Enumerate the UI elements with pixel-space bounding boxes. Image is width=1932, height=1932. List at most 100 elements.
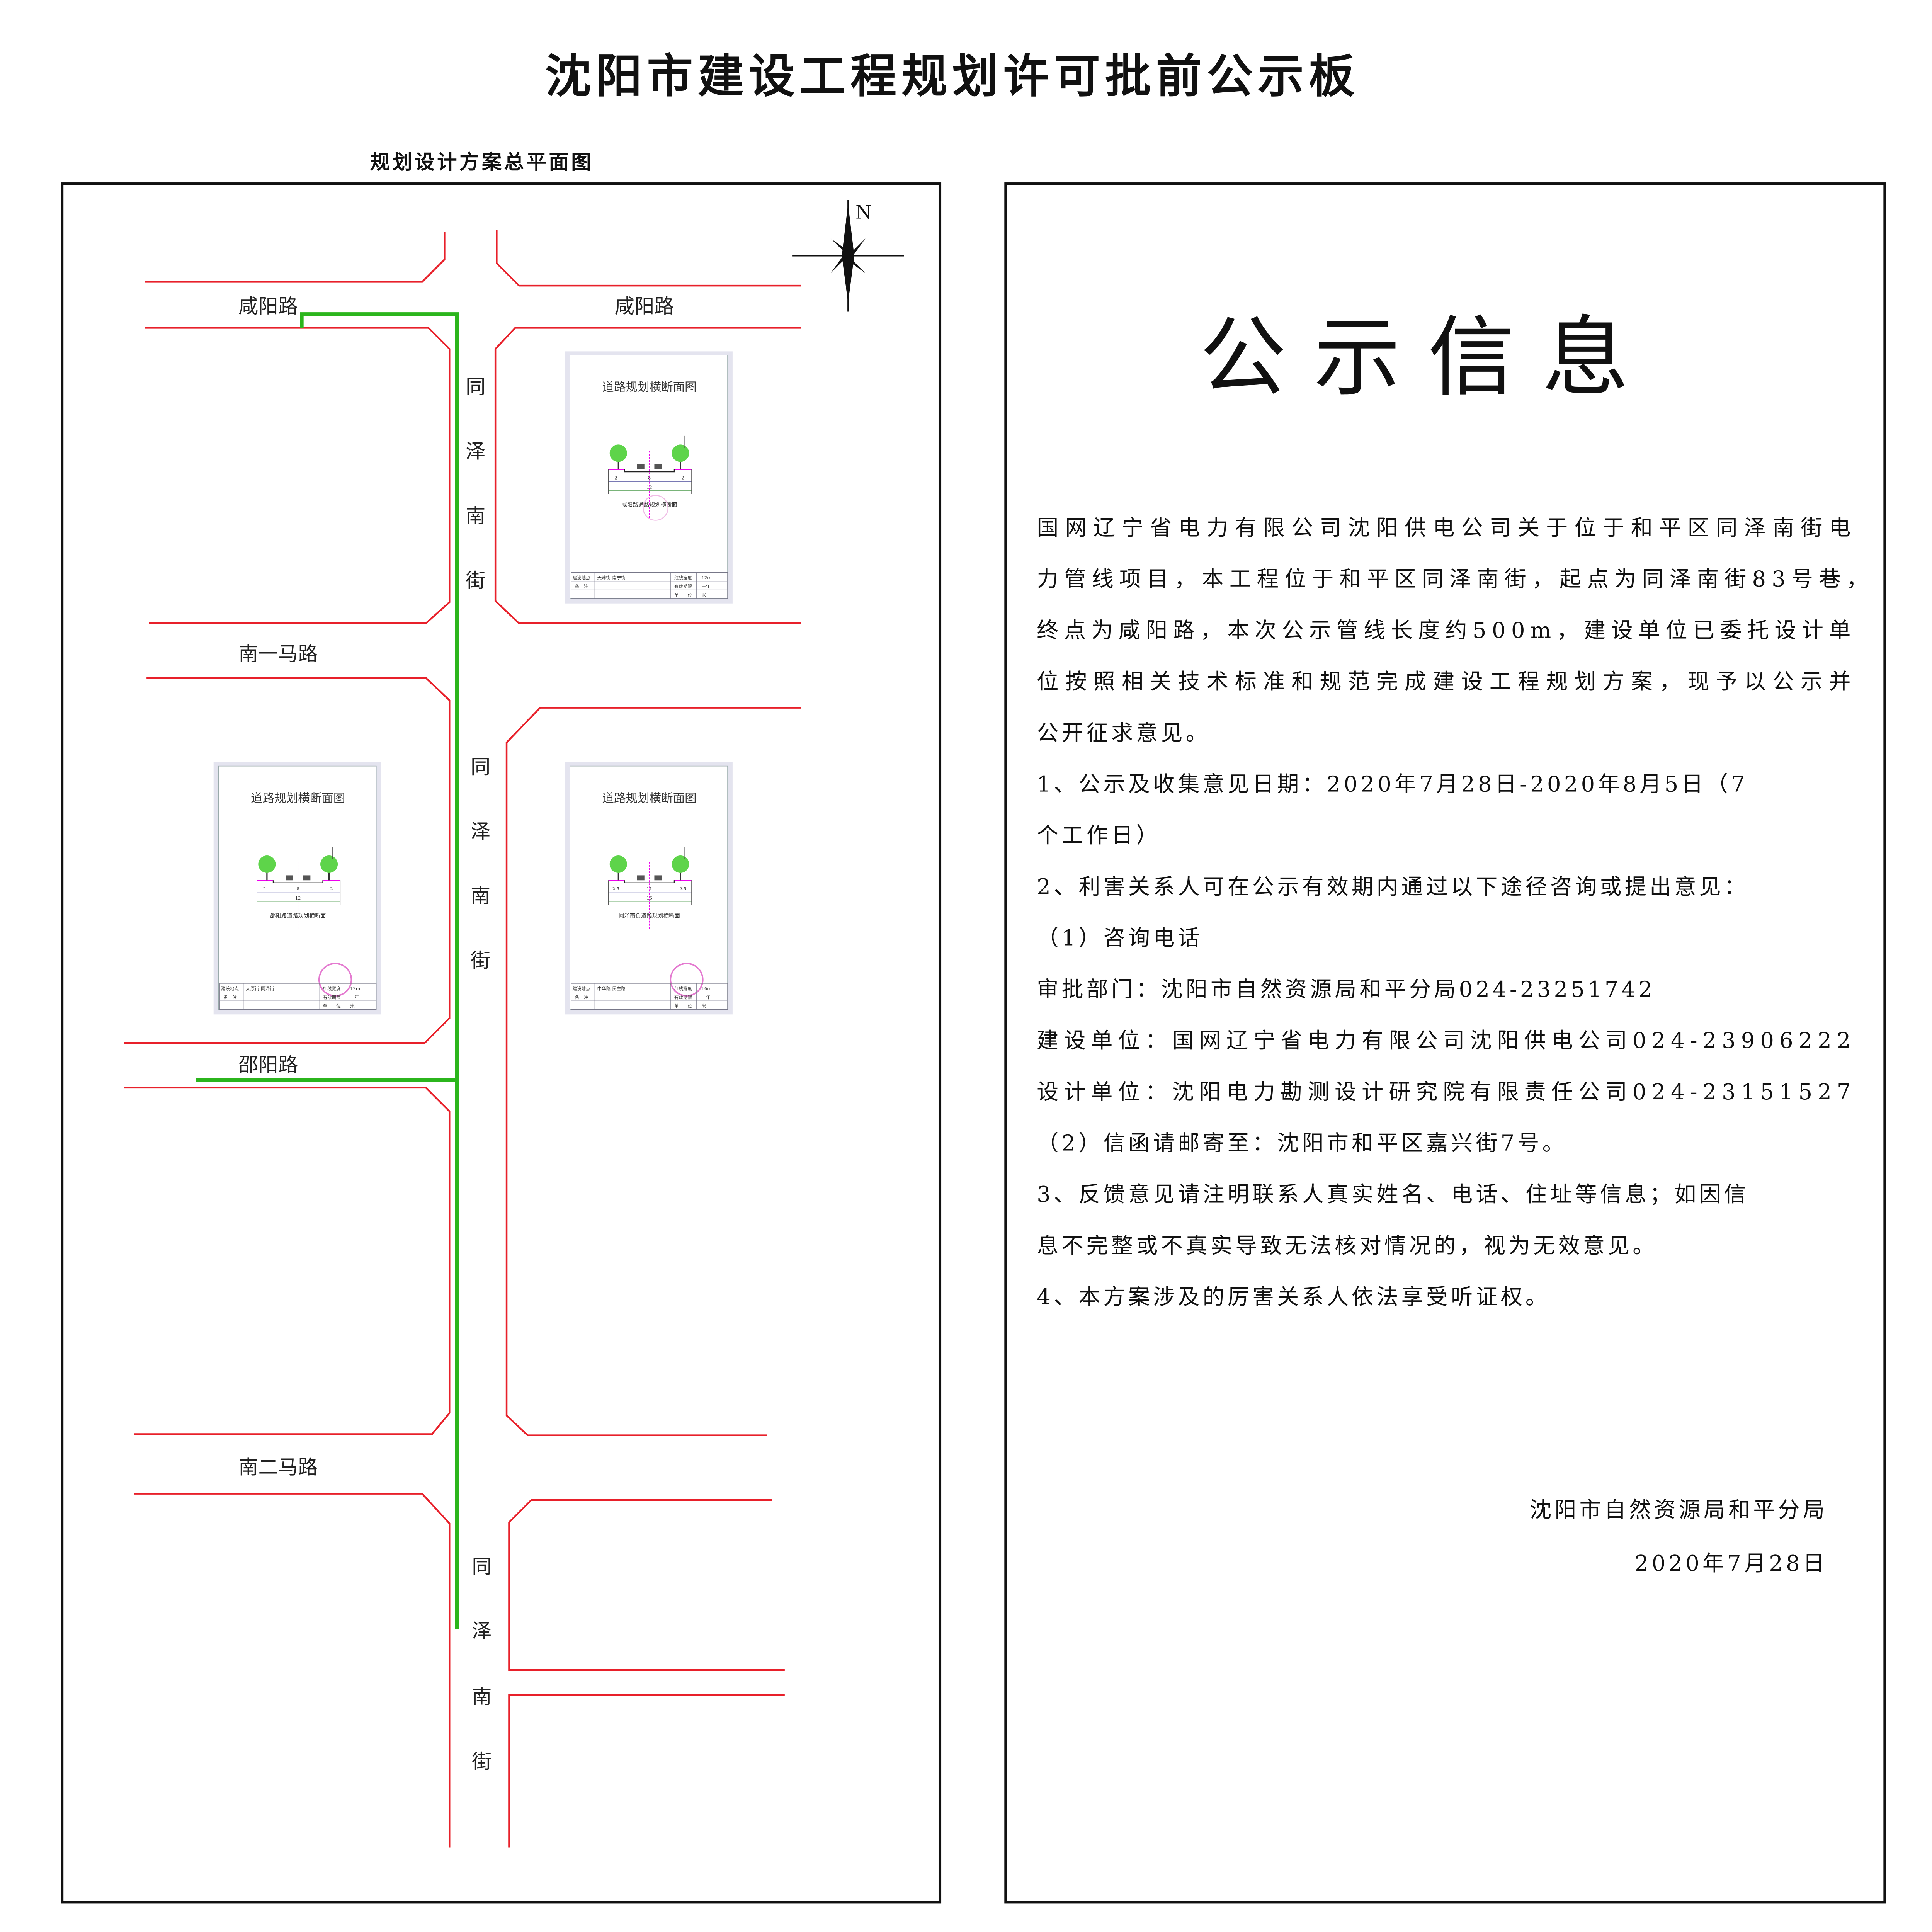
table-value-location: 太原街-同泽街 [246,986,274,992]
dimension-label: 2 [682,475,684,480]
table-label: 红线宽度 [674,986,692,992]
card-title: 道路规划横断面图 [251,792,345,805]
dimension-label: 2.5 [612,886,619,891]
table-label: 备 注 [575,995,588,1000]
table-label: 备 注 [223,995,237,1000]
table-label: 建设地点 [221,986,239,992]
tree-icon [672,444,689,462]
table-value-red-line-width: 12m [702,575,712,580]
tree-icon [258,855,276,873]
car-icon [637,464,645,469]
table-label: 单 位 [674,592,692,598]
road-label-nanyima: 南一马路 [238,643,318,666]
card-caption: 咸阳路道路规划横断面 [621,502,677,508]
tree-icon [672,855,689,873]
dimension-label: 8 [297,886,299,891]
car-icon [654,875,662,881]
road-label-char: 同 [472,1555,492,1578]
tree-icon [609,855,627,873]
tree-icon [609,444,627,462]
road-label-xianyang-right: 咸阳路 [615,295,674,318]
road-label-char: 街 [472,1750,492,1773]
road-label-char: 泽 [471,820,490,843]
dimension-label: 2 [330,886,333,891]
road-edges [124,230,801,1848]
table-value-red-line-width: 12m [350,986,360,992]
cross-section-drawing: 2.5 11 2.5 16 [608,847,692,930]
table-value-unit: 米 [702,1003,706,1009]
table-label: 红线宽度 [674,575,692,580]
road-label-char: 泽 [466,440,485,463]
notice-line: 公开征求意见。 [1037,721,1211,746]
dimension-label: 2 [263,886,266,891]
table-label: 红线宽度 [323,986,341,992]
car-icon [286,875,293,881]
tree-icon [320,855,338,873]
notice-line: 国网辽宁省电力有限公司沈阳供电公司关于位于和平区同泽南街电 [1037,515,1854,541]
road-label-tongze-1: 同 泽 南 街 [466,376,485,592]
table-value-unit: 米 [350,1003,355,1009]
table-value-location: 天津街-南宁街 [597,575,626,580]
cross-section-drawing: 2 8 2 12 [608,435,692,519]
table-label: 有效期限 [674,995,692,1000]
card-info-table: 建设地点备 注太原街-同泽街红线宽度有效期限单 位12m一年米 [219,983,377,1010]
pipeline-route [196,312,459,1629]
table-value-unit: 米 [702,592,706,598]
signature-date: 2020年7月28日 [1635,1551,1828,1576]
road-label-char: 同 [466,376,485,399]
board-title: 沈阳市建设工程规划许可批前公示板 [545,50,1360,103]
card-caption: 邵阳路道路规划横断面 [270,913,326,919]
road-label-xianyang-left: 咸阳路 [238,295,298,318]
table-label: 有效期限 [674,584,692,589]
notice-body: 国网辽宁省电力有限公司沈阳供电公司关于位于和平区同泽南街电力管线项目，本工程位于… [1037,515,1871,1310]
notice-panel: 公示信息 国网辽宁省电力有限公司沈阳供电公司关于位于和平区同泽南街电力管线项目，… [1004,182,1886,1904]
road-label-char: 泽 [472,1619,492,1643]
table-value-validity: 一年 [702,995,711,1000]
dimension-label: 16 [646,896,652,901]
notice-line: 审批部门：沈阳市自然资源局和平分局024-23251742 [1037,977,1655,1002]
dimension-label: 11 [646,886,652,891]
notice-line: 力管线项目，本工程位于和平区同泽南街，起点为同泽南街83号巷， [1037,567,1871,592]
car-icon [654,464,662,469]
road-label-char: 南 [466,505,485,528]
notice-line: 设计单位：沈阳电力勘测设计研究院有限责任公司024-23151527 [1037,1080,1854,1105]
dimension-label: 2.5 [679,886,686,891]
table-label: 有效期限 [323,995,341,1000]
notice-line: 4、本方案涉及的厉害关系人依法享受听证权。 [1037,1285,1550,1310]
car-icon [637,875,645,881]
table-label: 单 位 [674,1003,692,1009]
table-value-validity: 一年 [702,584,711,589]
dimension-label: 8 [648,475,651,480]
plan-title: 规划设计方案总平面图 [370,151,594,174]
notice-line: 建设单位：国网辽宁省电力有限公司沈阳供电公司024-23906222 [1037,1028,1854,1053]
notice-heading: 公示信息 [1199,307,1656,408]
north-label: N [855,202,872,223]
notice-line: 位按照相关技术标准和规范完成建设工程规划方案，现予以公示并 [1037,669,1854,694]
table-label: 建设地点 [572,986,590,992]
car-icon [303,875,311,881]
dimension-label: 12 [646,485,652,490]
road-label-char: 同 [471,755,490,779]
table-label: 建设地点 [572,575,590,580]
signature-org: 沈阳市自然资源局和平分局 [1530,1498,1828,1523]
road-label-shaoyang: 邵阳路 [238,1053,298,1077]
stamp-icon [318,963,352,997]
notice-line: 1、公示及收集意见日期：2020年7月28日-2020年8月5日（7 [1037,772,1748,797]
card-title: 道路规划横断面图 [602,381,697,394]
notice-line: 个工作日） [1037,823,1161,848]
notice-line: （1）咨询电话 [1037,926,1202,951]
road-label-tongze-3: 同 泽 南 街 [472,1555,492,1773]
table-value-red-line-width: 16m [702,986,712,992]
site-plan-panel: 咸阳路 咸阳路 南一马路 邵阳路 南二马路 同 泽 南 街 同 泽 南 街 同 … [61,182,942,1904]
card-title: 道路规划横断面图 [602,792,697,805]
table-label: 备 注 [575,584,588,589]
table-value-location: 中华路-民主路 [597,986,626,992]
dimension-label: 2 [614,475,617,480]
